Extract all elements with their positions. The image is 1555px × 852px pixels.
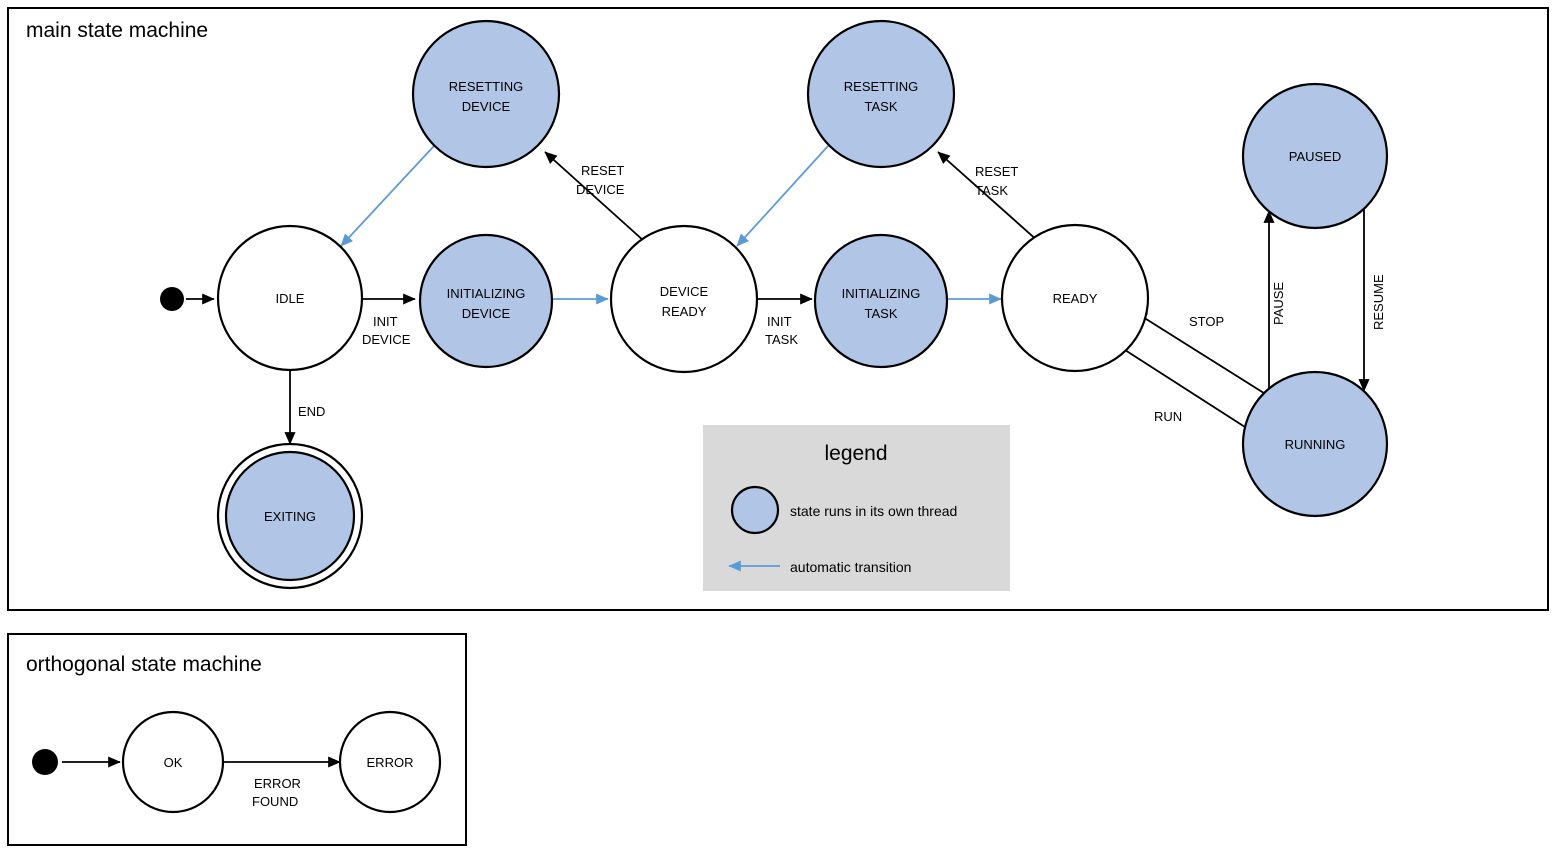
edge-label-init-device-line2: DEVICE (362, 332, 411, 347)
edge-label-init-task-line1: INIT (767, 314, 792, 329)
transition-device-ready-to-resetting-device (544, 151, 655, 251)
state-resetting-device-circle[interactable] (411, 19, 561, 169)
state-ok-label: OK (164, 755, 183, 770)
edge-label-run: RUN (1154, 409, 1182, 424)
state-ready[interactable]: READY (1000, 223, 1150, 373)
state-paused-label: PAUSED (1289, 149, 1342, 164)
state-device-ready-circle[interactable] (609, 224, 759, 374)
edge-label-reset-device-line2: DEVICE (576, 182, 625, 197)
state-error-label: ERROR (367, 755, 414, 770)
transition-ready-to-resetting-task (937, 151, 1049, 251)
state-device-ready-label-line1: DEVICE (660, 284, 709, 299)
transition-resetting-device-to-idle (340, 145, 435, 247)
state-running[interactable]: RUNNING (1241, 370, 1389, 518)
start-state-dot (160, 287, 184, 311)
state-paused[interactable]: PAUSED (1241, 82, 1389, 230)
state-error-circle[interactable] (338, 710, 442, 814)
edge-label-error-found-line2: FOUND (252, 794, 298, 809)
legend-title: legend (824, 442, 887, 465)
orthogonal-start-state-dot (32, 749, 58, 775)
state-ready-label: READY (1053, 291, 1098, 306)
state-resetting-device[interactable]: RESETTING DEVICE (411, 19, 561, 169)
legend: legend state runs in its own thread auto… (703, 425, 1010, 591)
edge-label-reset-task-line1: RESET (975, 164, 1018, 179)
state-initializing-task-label-line2: TASK (865, 306, 898, 321)
state-idle-circle[interactable] (216, 224, 364, 372)
main-states: IDLE RESETTING DEVICE INITIALIZING DEVIC… (160, 19, 1389, 590)
state-error[interactable]: ERROR (338, 710, 442, 814)
state-resetting-device-label-line1: RESETTING (449, 79, 523, 94)
state-ok[interactable]: OK (121, 710, 225, 814)
state-resetting-task-label-line2: TASK (865, 99, 898, 114)
state-paused-circle[interactable] (1241, 82, 1389, 230)
transition-ready-to-running (1124, 349, 1260, 437)
state-resetting-device-label-line2: DEVICE (462, 99, 511, 114)
transition-running-to-ready (1134, 311, 1268, 396)
state-initializing-task-circle[interactable] (813, 233, 949, 369)
state-resetting-task[interactable]: RESETTING TASK (806, 19, 956, 169)
edge-label-resume: RESUME (1371, 274, 1386, 330)
state-initializing-task-label-line1: INITIALIZING (842, 286, 921, 301)
edge-label-reset-task-line2: TASK (975, 183, 1008, 198)
state-resetting-task-label-line1: RESETTING (844, 79, 918, 94)
main-frame-title: main state machine (26, 19, 208, 42)
legend-item-1-text: automatic transition (790, 559, 911, 575)
state-idle[interactable]: IDLE (216, 224, 364, 372)
edge-label-end: END (298, 404, 325, 419)
main-transitions: INIT DEVICE END RESET DEVICE INIT TASK R… (186, 145, 1386, 445)
edge-label-init-device-line1: INIT (373, 314, 398, 329)
state-running-label: RUNNING (1285, 437, 1346, 452)
orthogonal-state-machine-frame: orthogonal state machine ERROR FOUND OK … (7, 633, 467, 846)
state-exiting[interactable]: EXITING (216, 442, 364, 590)
state-initializing-device-circle[interactable] (418, 233, 554, 369)
transition-resetting-task-to-device-ready (736, 145, 829, 247)
state-exiting-inner-circle[interactable] (224, 450, 356, 582)
legend-blue-circle-icon (730, 485, 780, 535)
state-initializing-device-label-line2: DEVICE (462, 306, 511, 321)
edge-label-reset-device-line1: RESET (581, 163, 624, 178)
legend-item-0-text: state runs in its own thread (790, 503, 957, 519)
state-ok-circle[interactable] (121, 710, 225, 814)
edge-label-pause: PAUSE (1271, 282, 1286, 325)
state-resetting-task-circle[interactable] (806, 19, 956, 169)
state-initializing-device[interactable]: INITIALIZING DEVICE (418, 233, 554, 369)
state-device-ready[interactable]: DEVICE READY (609, 224, 759, 374)
state-exiting-label: EXITING (264, 509, 316, 524)
state-idle-label: IDLE (276, 291, 305, 306)
state-ready-circle[interactable] (1000, 223, 1150, 373)
state-running-circle[interactable] (1241, 370, 1389, 518)
orthogonal-frame-title: orthogonal state machine (26, 653, 262, 676)
edge-label-init-task-line2: TASK (765, 332, 798, 347)
edge-label-stop: STOP (1189, 314, 1224, 329)
edge-label-error-found-line1: ERROR (254, 776, 301, 791)
state-device-ready-label-line2: READY (662, 304, 707, 319)
state-initializing-task[interactable]: INITIALIZING TASK (813, 233, 949, 369)
state-initializing-device-label-line1: INITIALIZING (447, 286, 526, 301)
